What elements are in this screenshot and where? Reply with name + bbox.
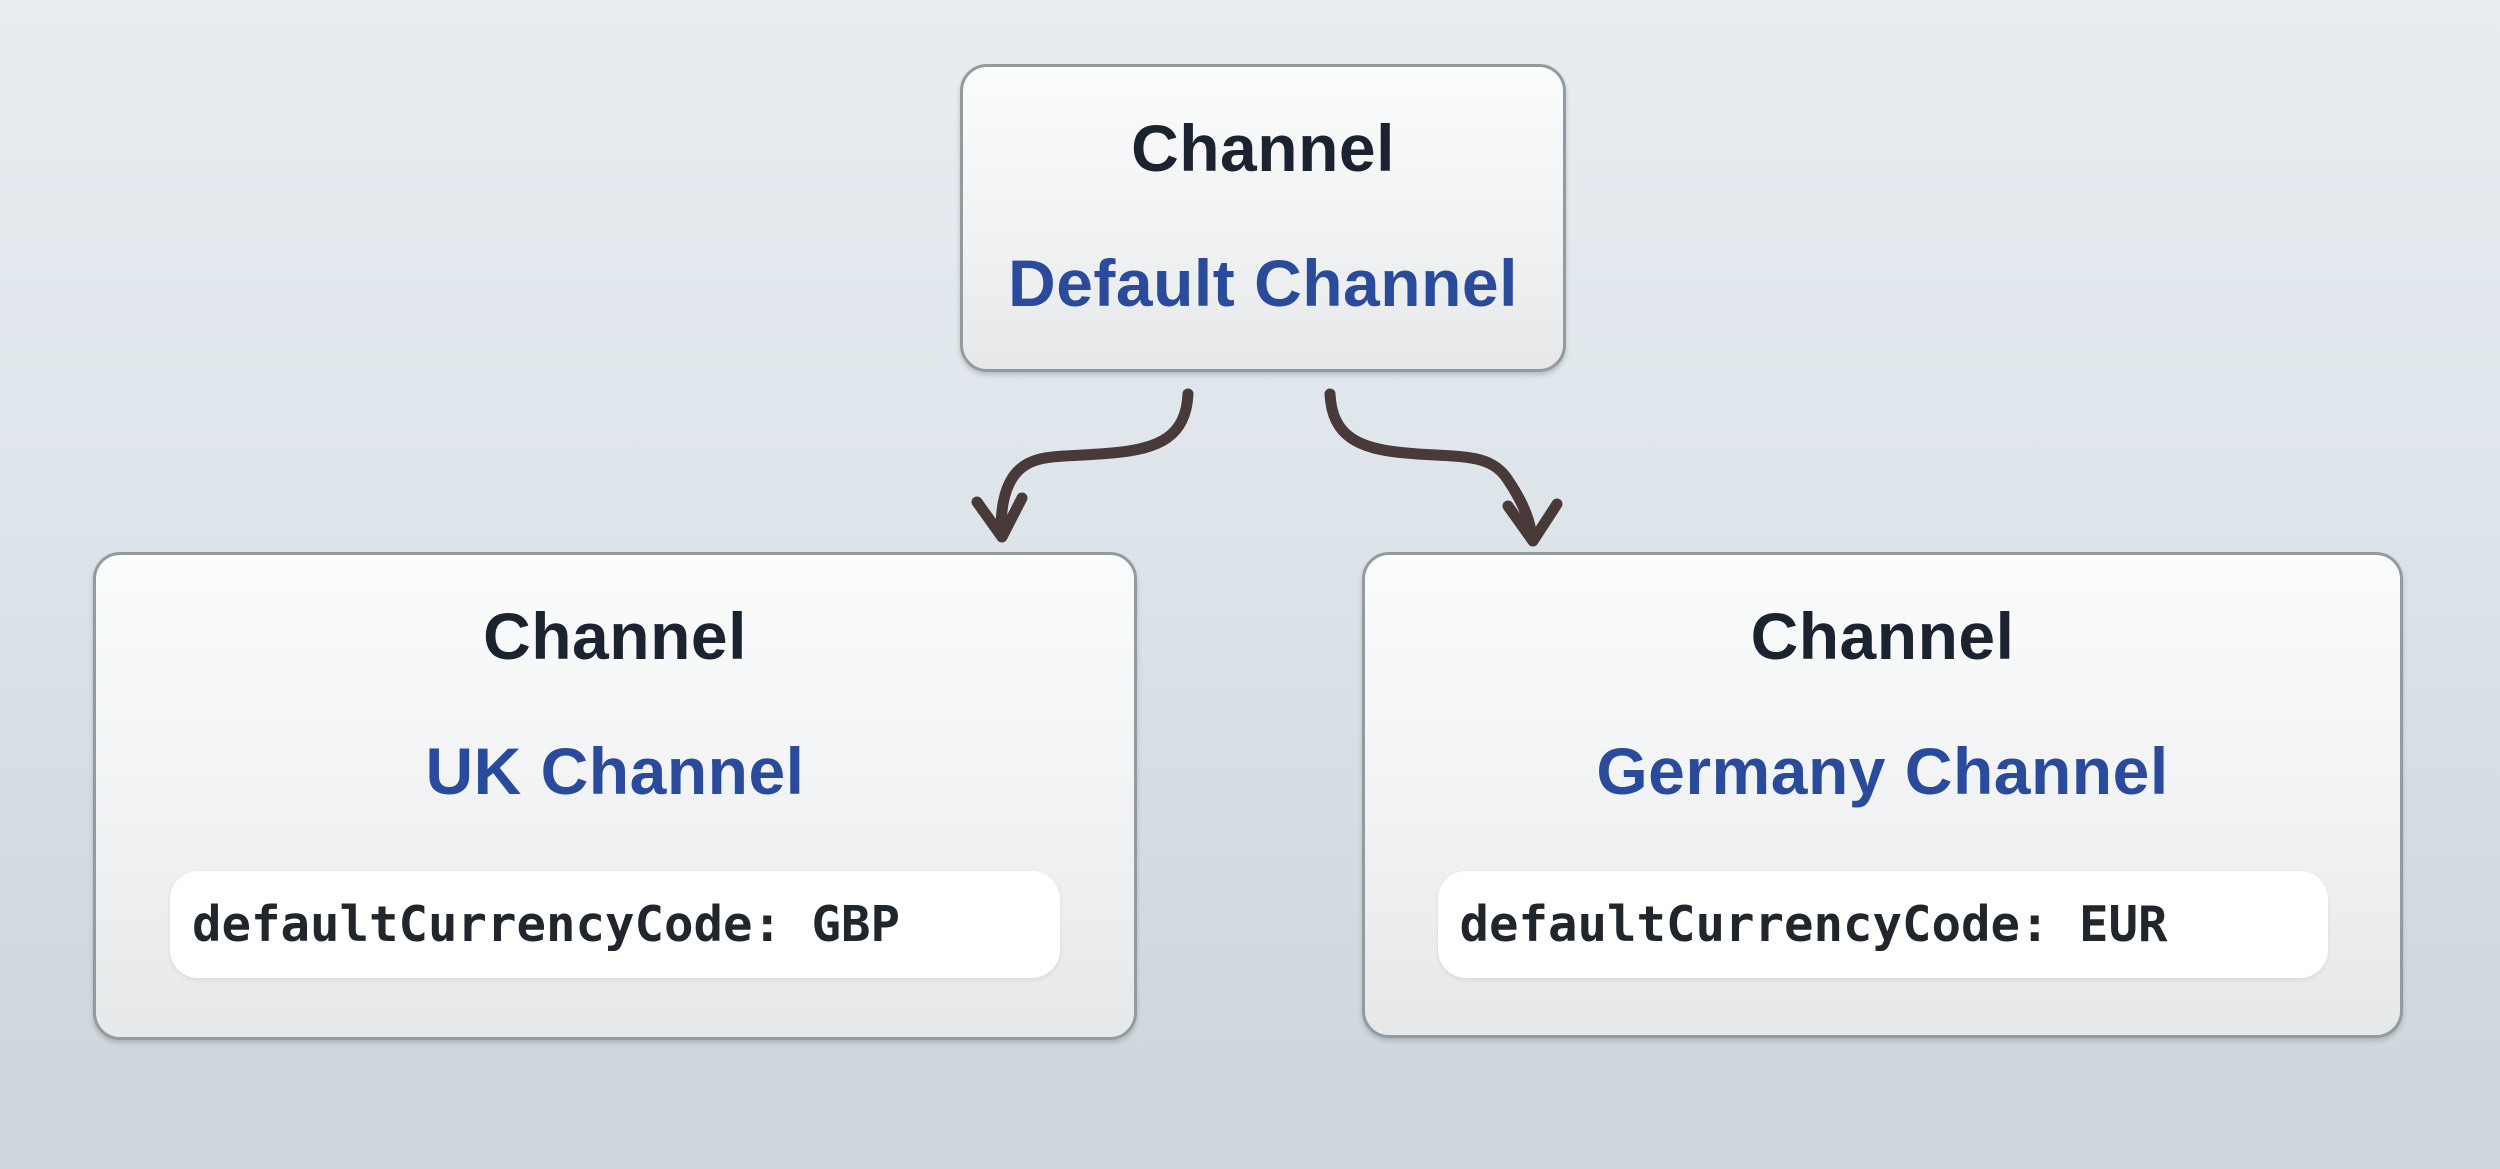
node-uk-channel: Channel UK Channel defaultCurrencyCode: … <box>93 552 1137 1040</box>
currency-code-text: defaultCurrencyCode: GBP <box>192 896 901 953</box>
arrowhead-to-germany-channel-icon <box>1502 498 1563 547</box>
currency-code-text: defaultCurrencyCode: EUR <box>1459 896 2168 953</box>
node-type-label: Channel <box>1750 599 2015 673</box>
arrow-to-uk-channel <box>995 388 1194 537</box>
node-name: Default Channel <box>1008 246 1518 320</box>
node-type-label: Channel <box>1131 111 1395 185</box>
node-germany-channel: Channel Germany Channel defaultCurrencyC… <box>1362 552 2403 1038</box>
node-type-label: Channel <box>483 599 747 673</box>
node-name: UK Channel <box>425 734 805 808</box>
arrowhead-to-uk-channel-icon <box>971 492 1028 543</box>
currency-code-pill: defaultCurrencyCode: GBP <box>170 871 1060 978</box>
node-name: Germany Channel <box>1596 734 2169 808</box>
node-default-channel: Channel Default Channel <box>960 64 1566 372</box>
currency-code-pill: defaultCurrencyCode: EUR <box>1437 871 2328 978</box>
arrow-to-germany-channel <box>1324 388 1537 537</box>
